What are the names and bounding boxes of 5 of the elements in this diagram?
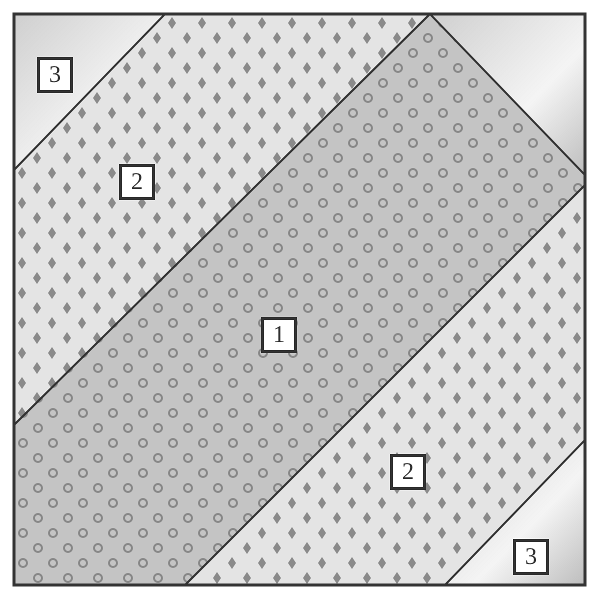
callout-number: 3 bbox=[37, 57, 73, 93]
callout-number: 3 bbox=[513, 539, 549, 575]
callout-number: 1 bbox=[261, 317, 297, 353]
callout-number: 2 bbox=[390, 454, 426, 490]
callout-number: 2 bbox=[119, 164, 155, 200]
